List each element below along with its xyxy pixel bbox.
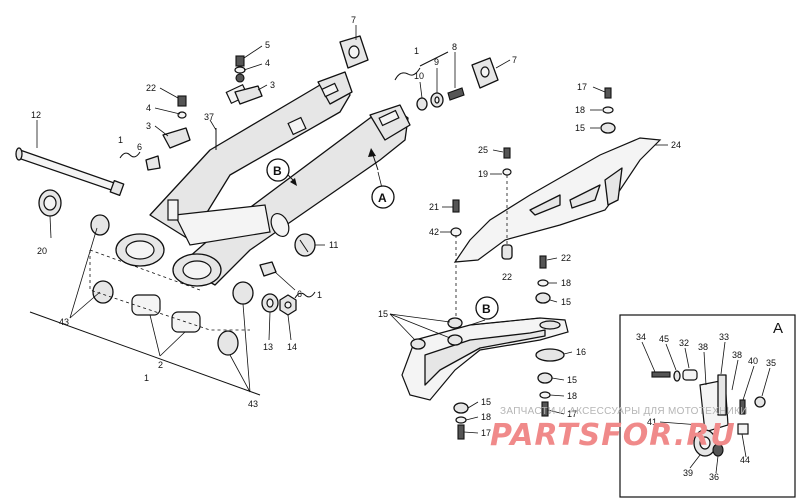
adjuster-hardware: [416, 87, 465, 111]
clamp-lower: [145, 95, 217, 171]
callout-32: 32: [679, 338, 689, 348]
callout-8: 8: [452, 42, 457, 52]
guard-hardware: [450, 87, 616, 320]
callout-37: 37: [204, 112, 214, 122]
guide-dashed: [89, 250, 250, 331]
callout-17c: 17: [481, 428, 491, 438]
callout-2: 2: [158, 360, 163, 370]
callout-5: 5: [265, 40, 270, 50]
break-mark: [119, 151, 141, 159]
watermark-logo: PARTSFOR.RU: [490, 418, 736, 453]
b-arrowhead-upper: [290, 178, 297, 186]
callout-15c: 15: [378, 309, 388, 319]
callout-14: 14: [287, 342, 297, 352]
callout-17a: 17: [577, 82, 587, 92]
callout-42: 42: [429, 227, 439, 237]
callout-10: 10: [414, 71, 424, 81]
callout-7b: 7: [512, 55, 517, 65]
callout-18a: 18: [575, 105, 585, 115]
callout-7a: 7: [351, 15, 356, 25]
chain-guard: [453, 137, 662, 263]
a-arrowhead: [368, 148, 376, 157]
inset-title: A: [773, 320, 783, 337]
callout-12: 12: [31, 110, 41, 120]
inset-a: [619, 314, 796, 498]
cap-11: [294, 233, 316, 257]
circled-b-upper: B: [266, 158, 290, 182]
callout-1b: 1: [144, 373, 149, 383]
circled-a: A: [371, 185, 395, 209]
callout-13: 13: [263, 342, 273, 352]
callout-3a: 3: [270, 80, 275, 90]
callout-25: 25: [478, 145, 488, 155]
slider-hardware: [410, 255, 553, 440]
watermark-caption: ЗАПЧАСТИ И АКСЕССУАРЫ ДЛЯ МОТОТЕХНИКИ: [500, 406, 748, 417]
guide-dashed: [89, 249, 201, 291]
svg-text:B: B: [273, 164, 282, 178]
chain-block-7b: [471, 57, 499, 89]
callout-15a: 15: [575, 123, 585, 133]
callout-35: 35: [766, 358, 776, 368]
callout-19: 19: [478, 169, 488, 179]
break-mark: [394, 67, 421, 81]
callout-1a: 1: [118, 135, 123, 145]
circled-b-lower: B: [475, 296, 499, 320]
callout-38a: 38: [698, 342, 708, 352]
callout-11: 11: [329, 240, 338, 250]
callout-45: 45: [659, 334, 669, 344]
callout-6a: 6: [137, 142, 142, 152]
chain-slider: [401, 317, 569, 401]
swingarm-body: [115, 71, 411, 287]
callout-36: 36: [709, 472, 719, 482]
bearing-set: [90, 214, 254, 356]
callout-15e: 15: [481, 397, 491, 407]
callout-21: 21: [429, 202, 439, 212]
callout-17b: 17: [567, 409, 577, 419]
callout-labels: 7 5 4 3 22 4 3 37 12 1 6 20 43 2 1 43 13…: [31, 15, 776, 482]
callout-18b: 18: [561, 278, 571, 288]
callout-6b: 6: [297, 289, 302, 299]
callout-44: 44: [740, 455, 750, 465]
pivot-axle: [15, 147, 125, 196]
callout-40: 40: [748, 356, 758, 366]
chain-block-7a: [339, 35, 369, 69]
callout-4b: 4: [146, 103, 151, 113]
callout-34: 34: [636, 332, 646, 342]
nut-14: [279, 294, 297, 316]
bracket-line: [29, 311, 261, 396]
callout-1d: 1: [414, 46, 419, 56]
callout-33: 33: [719, 332, 729, 342]
svg-text:A: A: [378, 191, 387, 205]
callout-16: 16: [576, 347, 586, 357]
callout-24: 24: [671, 140, 681, 150]
callout-22b: 22: [502, 272, 512, 282]
break-mark: [294, 291, 316, 299]
callout-41: 41: [647, 417, 657, 427]
callout-4a: 4: [265, 58, 270, 68]
callout-18c: 18: [567, 391, 577, 401]
callout-15b: 15: [561, 297, 571, 307]
callout-39: 39: [683, 468, 693, 478]
callout-43a: 43: [59, 317, 69, 327]
svg-text:B: B: [482, 302, 491, 316]
leader-lines-right: [389, 86, 668, 434]
callout-15d: 15: [567, 375, 577, 385]
cap-6-lower: [259, 261, 277, 277]
clamp-upper: [234, 55, 263, 105]
callout-9: 9: [434, 57, 439, 67]
callout-20: 20: [37, 246, 47, 256]
callout-18d: 18: [481, 412, 491, 422]
callout-43b: 43: [248, 399, 258, 409]
callout-1c: 1: [317, 290, 322, 300]
callout-22c: 22: [561, 253, 571, 263]
bushing-20: [38, 189, 62, 217]
washer-13: [261, 293, 279, 313]
leader-lines: [36, 25, 511, 393]
callout-3b: 3: [146, 121, 151, 131]
callout-38b: 38: [732, 350, 742, 360]
break-line: [419, 51, 449, 67]
callout-22a: 22: [146, 83, 156, 93]
